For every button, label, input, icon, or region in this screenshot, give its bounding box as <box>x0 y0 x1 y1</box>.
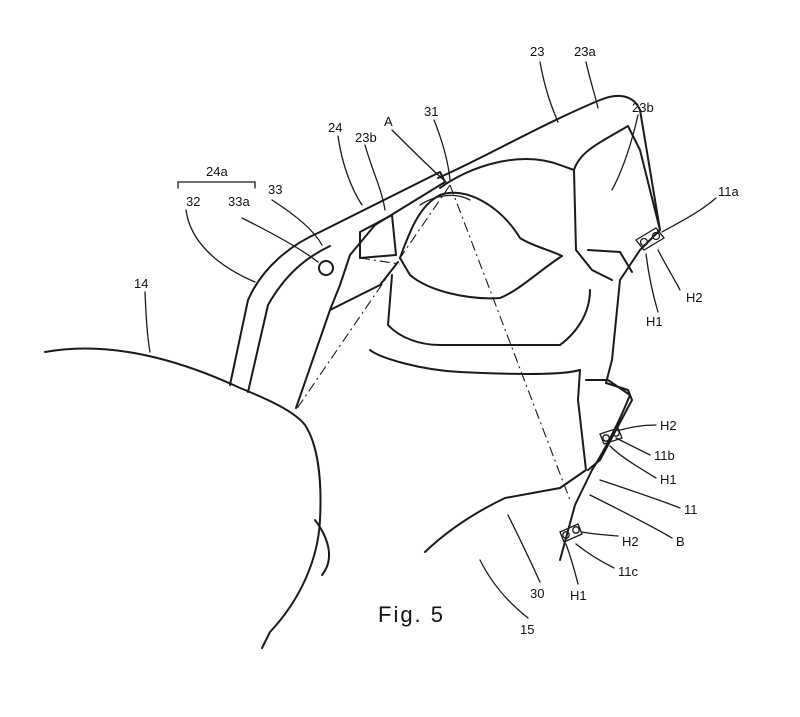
label-23b-right: 23b <box>632 100 654 115</box>
label-H2-bot: H2 <box>622 534 639 549</box>
label-24a: 24a <box>206 164 228 179</box>
label-11b: 11b <box>654 448 675 463</box>
reference-lines <box>296 185 570 500</box>
label-11c: 11c <box>618 564 638 579</box>
label-H1-bot: H1 <box>570 588 587 603</box>
body-part-15 <box>425 488 560 552</box>
line-A-B <box>450 185 570 500</box>
hole-33a <box>319 261 333 275</box>
label-33: 33 <box>268 182 282 197</box>
label-23a: 23a <box>574 44 596 59</box>
label-11a: 11a <box>718 184 739 199</box>
label-H2-top: H2 <box>686 290 703 305</box>
label-30: 30 <box>530 586 544 601</box>
headlight-31 <box>400 193 562 299</box>
label-H1-top: H1 <box>646 314 663 329</box>
body-part-14 <box>45 348 329 648</box>
bracket-11 <box>588 383 632 470</box>
holes-11c <box>560 524 582 542</box>
label-H2-mid: H2 <box>660 418 677 433</box>
label-B: B <box>676 534 685 549</box>
figure-caption: Fig. 5 <box>378 602 445 627</box>
label-32: 32 <box>186 194 200 209</box>
label-24: 24 <box>328 120 342 135</box>
label-33a: 33a <box>228 194 250 209</box>
label-A: A <box>384 114 393 129</box>
reference-labels: 23 23a 23b 11a 24 23b A 31 24a 32 33a 33… <box>134 44 739 637</box>
label-H1-mid: H1 <box>660 472 677 487</box>
front-cover-23 <box>438 96 660 383</box>
label-11: 11 <box>684 502 698 517</box>
label-15: 15 <box>520 622 534 637</box>
line-A-left <box>296 185 450 410</box>
label-14: 14 <box>134 276 148 291</box>
label-31: 31 <box>424 104 438 119</box>
label-23b-left: 23b <box>355 130 377 145</box>
side-cover-24 <box>230 172 445 408</box>
label-23: 23 <box>530 44 544 59</box>
line-short <box>360 258 400 264</box>
